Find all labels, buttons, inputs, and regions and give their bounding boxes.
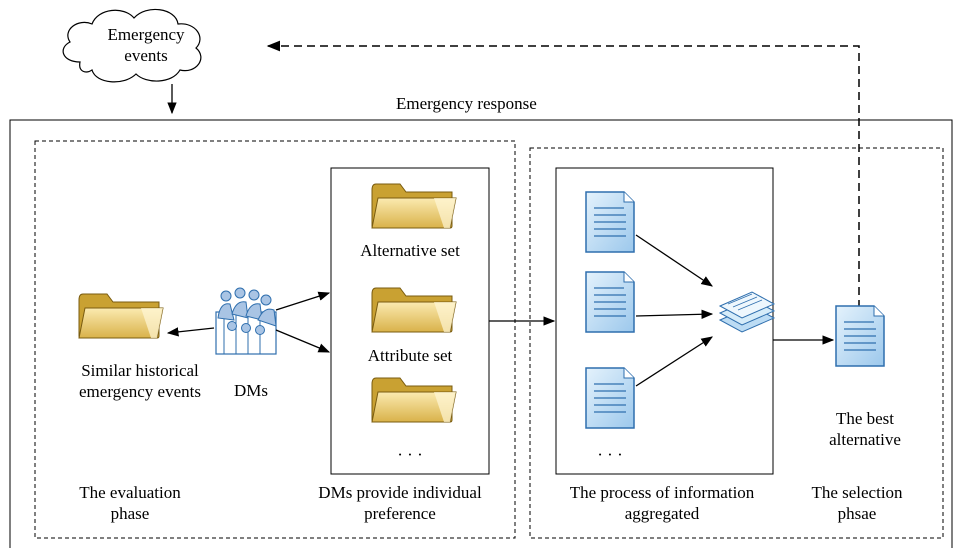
dms-label: DMs <box>233 381 268 400</box>
cloud-label: Emergency events <box>96 24 196 66</box>
process-ellipsis: · · · <box>597 445 623 464</box>
selection-phase-line1: The selection <box>811 483 903 502</box>
evaluation-phase-line2: phase <box>110 504 150 523</box>
preference-phase-label: DMs provide individual preference <box>290 482 510 524</box>
best-alternative-line2: alternative <box>829 430 901 449</box>
cloud-label-line1: Emergency <box>107 25 185 44</box>
document-icon <box>585 367 635 429</box>
document-icon <box>585 271 635 333</box>
evaluation-phase-label: The evaluation phase <box>50 482 210 524</box>
preference-phase-line2: preference <box>364 504 436 523</box>
selection-phase-label: The selection phsae <box>797 482 917 524</box>
aggregation-phase-box <box>529 147 944 539</box>
evaluation-phase-box <box>34 140 516 539</box>
folder-icon <box>78 293 164 339</box>
cloud-label-line2: events <box>124 46 168 65</box>
historical-label-line1: Similar historical <box>81 361 199 380</box>
document-icon <box>585 191 635 253</box>
aggregation-phase-line1: The process of information <box>569 483 755 502</box>
cloud-icon <box>62 8 202 83</box>
historical-label-line2: emergency events <box>79 382 201 401</box>
selection-phase-line2: phsae <box>837 504 877 523</box>
emergency-response-arrow <box>266 40 860 308</box>
people-icon <box>215 287 277 355</box>
aggregation-phase-label: The process of information aggregated <box>537 482 787 524</box>
sets-ellipsis: · · · <box>397 445 423 464</box>
evaluation-phase-line1: The evaluation <box>79 483 181 502</box>
alternative-set-label: Alternative set <box>360 241 460 260</box>
best-alternative-line1: The best <box>835 409 895 428</box>
document-stack-icon <box>718 291 776 333</box>
document-icon <box>835 305 885 367</box>
aggregation-phase-line2: aggregated <box>624 504 700 523</box>
preference-phase-line1: DMs provide individual <box>318 483 482 502</box>
attribute-set-label: Attribute set <box>367 346 453 365</box>
historical-label: Similar historical emergency events <box>40 360 240 402</box>
response-label: Emergency response <box>396 94 537 113</box>
outer-frame <box>9 119 953 548</box>
best-alternative-label: The best alternative <box>820 408 910 450</box>
